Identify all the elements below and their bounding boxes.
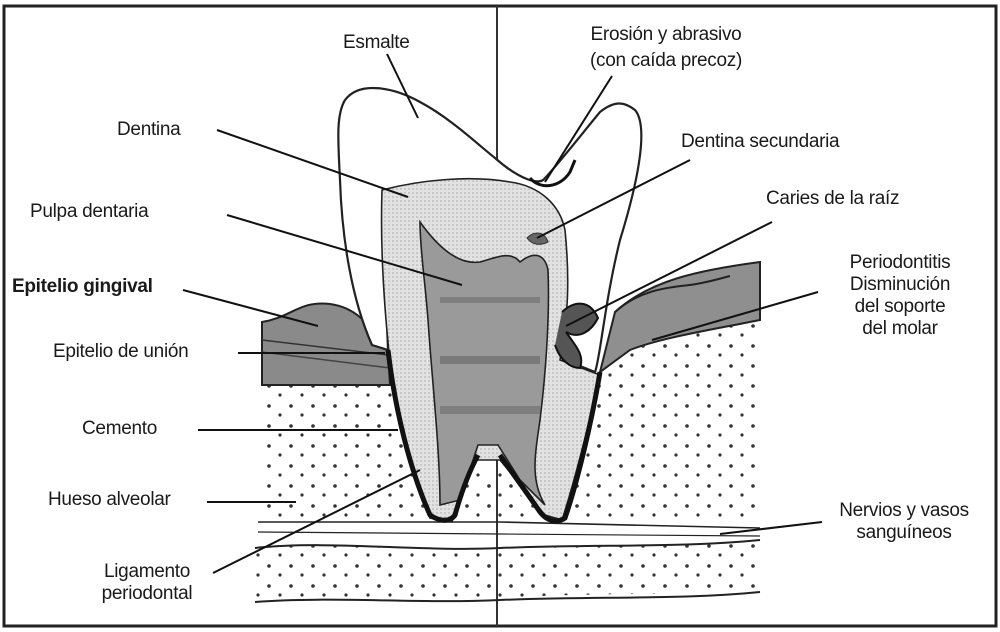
label-hueso-alveolar: Hueso alveolar xyxy=(48,489,171,511)
label-epitelio-gingival: Epitelio gingival xyxy=(12,276,153,298)
label-periodontitis-line4: del molar xyxy=(820,318,980,340)
label-caries-raiz: Caries de la raíz xyxy=(766,188,899,210)
label-periodontitis-line2: Disminución xyxy=(820,274,980,296)
label-pulpa: Pulpa dentaria xyxy=(30,201,148,223)
label-ligamento-line2: periodontal xyxy=(72,583,222,605)
label-dentina: Dentina xyxy=(117,119,180,141)
label-nervios-line1: Nervios y vasos xyxy=(818,500,990,522)
label-epitelio-union: Epitelio de unión xyxy=(53,341,188,363)
label-dentina-secundaria: Dentina secundaria xyxy=(681,131,839,153)
lower-bone-band xyxy=(255,540,760,600)
label-erosion-line1: Erosión y abrasivo xyxy=(556,24,776,46)
label-esmalte: Esmalte xyxy=(343,32,410,54)
label-periodontitis-line3: del soporte xyxy=(820,296,980,318)
label-erosion-line2: (con caída precoz) xyxy=(556,50,776,72)
label-cemento: Cemento xyxy=(82,418,157,440)
label-nervios-line2: sanguíneos xyxy=(818,522,990,544)
nerve-line xyxy=(258,522,760,528)
label-periodontitis-line1: Periodontitis xyxy=(820,252,980,274)
label-ligamento-line1: Ligamento xyxy=(72,561,222,583)
